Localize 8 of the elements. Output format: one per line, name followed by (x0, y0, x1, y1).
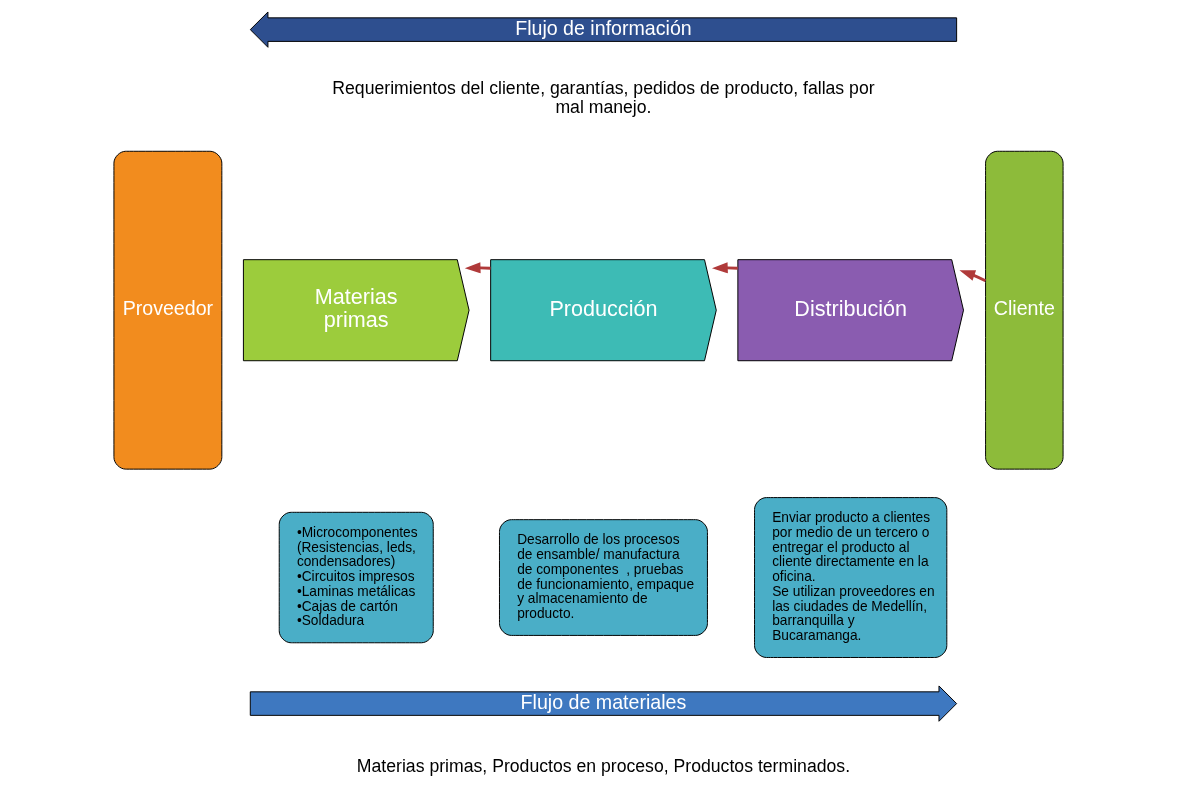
node-label: Requerimientos del cliente, garantías, pedidos de producto, fallas por mal manejo. (332, 77, 875, 118)
node-box: Cliente (985, 150, 1064, 470)
node-label: Materias primas, Productos en proceso, Productos terminados. (356, 755, 851, 776)
node-box: •Microcomponentes (Resistencias, leds, condensadores) •Circuitos impresos •Laminas metálicas •Cajas de cartón •Soldadura (278, 511, 434, 644)
node-box: Desarrollo de los procesos de ensamble/ manufactura de componentes , pruebas de funcionamiento, empaque y almacenamiento de producto. (499, 519, 708, 636)
node-box: Enviar producto a clientes por medio de un tercero o entregar el producto al cliente directamente en la oficina. Se utilizan proveedores en las ciudades de Medellín, barranquilla y Bucaramanga. (754, 497, 948, 658)
arrow (959, 270, 987, 283)
node-box: Proveedor (113, 150, 223, 470)
